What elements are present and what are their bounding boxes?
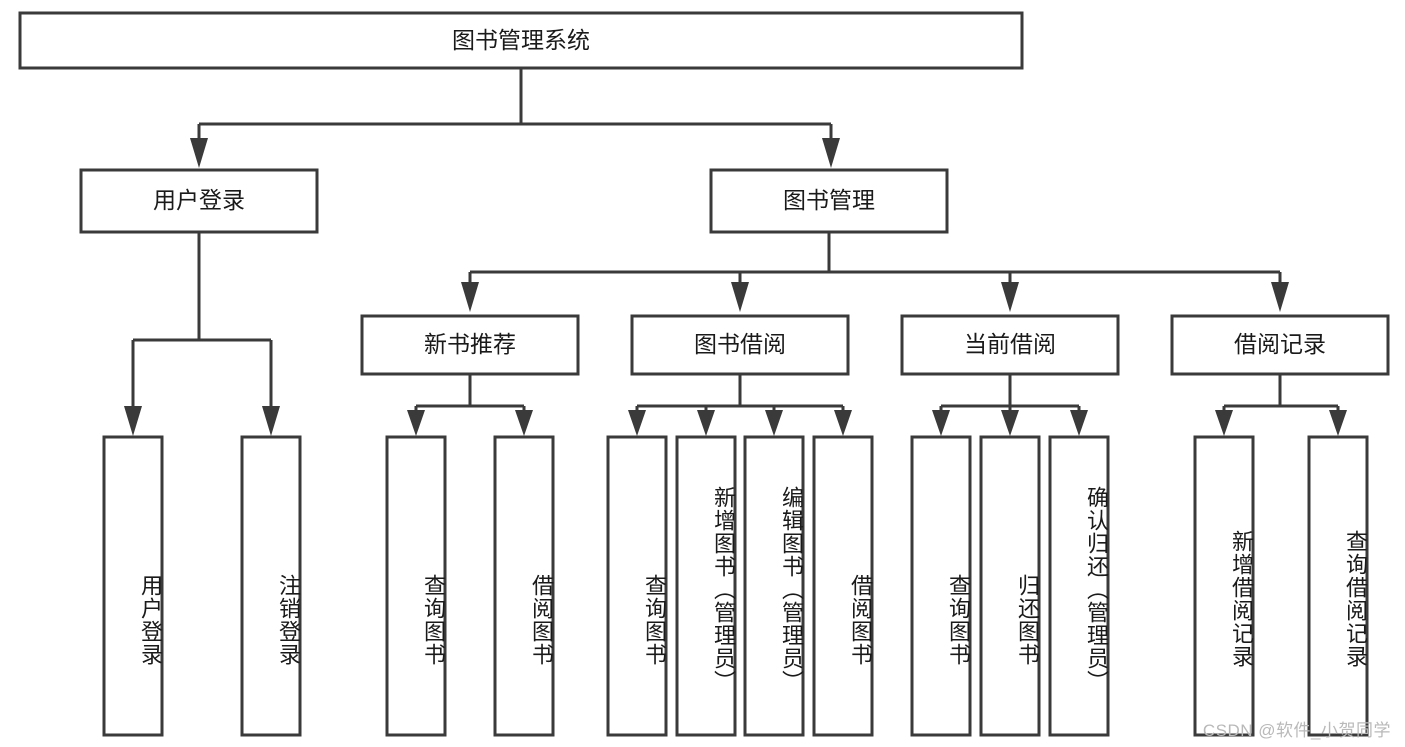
arrow-head-icon [697,410,715,436]
connector-newbook-to-leaves [407,374,533,436]
node-new-book-recommend-label: 新书推荐 [424,331,516,357]
arrow-head-icon [932,410,950,436]
node-book-borrow[interactable]: 图书借阅 [630,314,850,376]
arrow-head-icon [1329,410,1347,436]
node-borrow-record[interactable]: 借阅记录 [1170,314,1390,376]
node-current-borrow[interactable]: 当前借阅 [900,314,1120,376]
connector-bookborrow-to-leaves [628,374,852,436]
connector-root-to-level1 [190,68,840,168]
leaf-borrowrecord-add[interactable] [1193,435,1255,737]
leaf-currentborrow-query[interactable] [910,435,972,737]
node-book-management-label: 图书管理 [783,187,875,213]
arrow-head-icon [407,410,425,436]
node-current-borrow-label: 当前借阅 [964,331,1056,357]
leaf-user-login-logout[interactable] [240,435,302,737]
arrow-head-icon [765,410,783,436]
arrow-head-icon [515,410,533,436]
arrow-head-icon [731,282,749,312]
node-new-book-recommend[interactable]: 新书推荐 [360,314,580,376]
arrow-head-icon [1001,410,1019,436]
arrow-head-icon [124,406,142,436]
node-user-login-label: 用户登录 [153,187,245,213]
leaf-borrowrecord-query[interactable] [1307,435,1369,737]
leaf-user-login-login[interactable] [102,435,164,737]
leaf-newbook-query[interactable] [385,435,447,737]
arrow-head-icon [834,410,852,436]
arrow-head-icon [628,410,646,436]
leaf-bookborrow-query[interactable] [606,435,668,737]
leaf-currentborrow-return[interactable] [979,435,1041,737]
node-root[interactable]: 图书管理系统 [18,11,1024,70]
leaf-currentborrow-confirm[interactable] [1048,435,1110,737]
connector-userlogin-to-leaves [124,232,280,436]
arrow-head-icon [1070,410,1088,436]
node-borrow-record-label: 借阅记录 [1234,331,1326,357]
connector-bookmgmt-to-level2 [461,232,1289,312]
node-user-login[interactable]: 用户登录 [79,168,319,234]
arrow-head-icon [461,282,479,312]
arrow-head-icon [1215,410,1233,436]
arrow-head-icon [1001,282,1019,312]
arrow-head-icon [822,138,840,168]
node-root-label: 图书管理系统 [452,27,590,53]
connector-borrowrecord-to-leaves [1215,374,1347,436]
connector-currentborrow-to-leaves [932,374,1088,436]
arrow-head-icon [262,406,280,436]
arrow-head-icon [190,138,208,168]
node-book-management[interactable]: 图书管理 [709,168,949,234]
leaf-bookborrow-borrow[interactable] [812,435,874,737]
watermark: CSDN @软件_小贺同学 [1202,721,1391,740]
leaf-bookborrow-edit[interactable] [743,435,805,737]
arrow-head-icon [1271,282,1289,312]
node-book-borrow-label: 图书借阅 [694,331,786,357]
leaf-bookborrow-add[interactable] [675,435,737,737]
leaf-newbook-borrow[interactable] [493,435,555,737]
